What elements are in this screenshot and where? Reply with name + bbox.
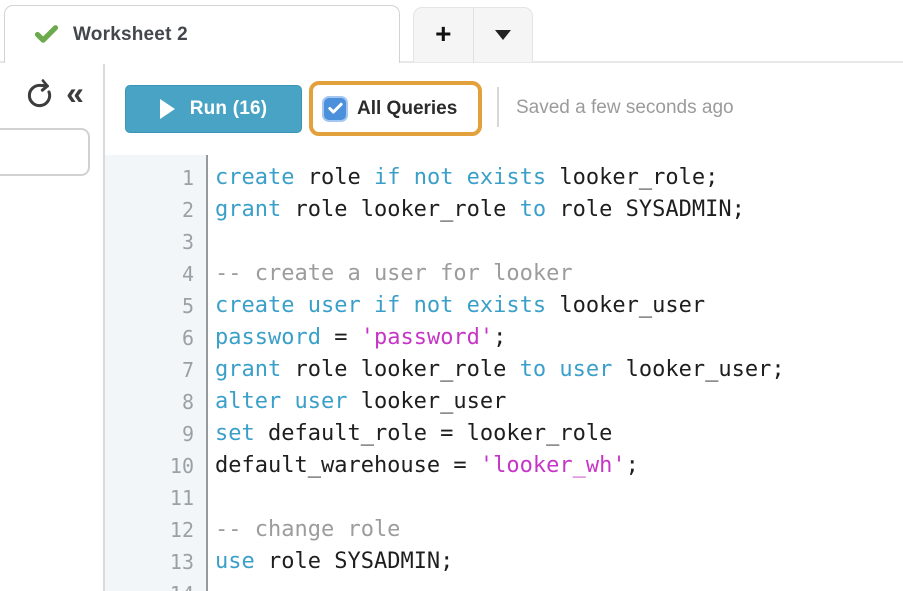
code-token: looker_role;	[546, 165, 719, 190]
line-number: 3	[181, 230, 194, 254]
code-token: looker_user	[546, 293, 706, 318]
code-line[interactable]: alter user looker_user	[215, 386, 903, 418]
code-token: grant	[215, 357, 282, 382]
code-token: 'looker_wh'	[479, 453, 626, 478]
code-line[interactable]: -- create a user for looker	[215, 258, 903, 290]
plus-icon: +	[435, 17, 452, 49]
tab-worksheet-2[interactable]: Worksheet 2	[4, 5, 400, 63]
line-number: 11	[169, 486, 194, 510]
code-line[interactable]: password = 'password';	[215, 322, 903, 354]
code-token: =	[320, 325, 361, 350]
line-number: 10	[169, 454, 194, 478]
refresh-button[interactable]	[23, 78, 55, 111]
code-token: if not exists	[373, 165, 547, 190]
code-token: default_warehouse =	[215, 453, 480, 478]
line-number: 2	[181, 198, 194, 222]
code-line[interactable]: grant role looker_role to role SYSADMIN;	[215, 194, 903, 226]
check-icon	[33, 21, 60, 48]
worksheet-menu-button[interactable]	[474, 8, 533, 62]
line-number: 12	[169, 518, 194, 542]
code-token: role SYSADMIN;	[254, 549, 454, 574]
line-number: 8	[181, 390, 194, 414]
code-token: alter user	[215, 389, 348, 414]
line-number: 6	[181, 326, 194, 350]
refresh-icon	[26, 78, 53, 109]
code-token: to user	[519, 357, 613, 382]
all-queries-checkbox[interactable]	[322, 95, 348, 122]
new-tab-group: +	[413, 7, 533, 62]
code-token: -- create a user for looker	[215, 261, 573, 286]
code-token: set	[215, 421, 255, 446]
all-queries-label[interactable]: All Queries	[357, 97, 458, 119]
code-line[interactable]: -- change role	[215, 514, 903, 546]
code-line[interactable]	[215, 578, 903, 591]
line-number: 13	[169, 550, 194, 574]
sidebar-divider	[103, 64, 105, 591]
caret-down-icon	[494, 30, 511, 40]
code-token: ;	[625, 453, 639, 478]
tab-bar-border	[0, 61, 903, 63]
code-line[interactable]: default_warehouse = 'looker_wh';	[215, 450, 903, 482]
code-line[interactable]: create role if not exists looker_role;	[215, 162, 903, 194]
code-token: ;	[493, 325, 507, 350]
gutter: 1234567891011121314	[105, 155, 206, 591]
checkmark-icon	[327, 100, 344, 117]
code-token: default_role = looker_role	[254, 421, 613, 446]
new-worksheet-button[interactable]: +	[414, 8, 473, 62]
code-token: role SYSADMIN;	[546, 197, 745, 222]
sql-editor[interactable]: create role if not exists looker_role;gr…	[215, 155, 903, 591]
line-number: 5	[181, 294, 194, 318]
line-number: 4	[181, 262, 194, 286]
gutter-border	[206, 155, 208, 591]
code-token: looker_user;	[612, 357, 785, 382]
code-token: role looker_role	[281, 357, 520, 382]
new-tab-divider	[472, 8, 474, 62]
code-token: create user if not exists	[215, 293, 547, 318]
code-token: -- change role	[215, 517, 401, 542]
save-status: Saved a few seconds ago	[516, 97, 734, 118]
line-number: 9	[181, 422, 194, 446]
run-button-label: Run (16)	[189, 98, 268, 119]
code-token: 'password'	[360, 325, 494, 350]
code-line[interactable]: use role SYSADMIN;	[215, 546, 903, 578]
code-line[interactable]	[215, 226, 903, 258]
collapse-left-icon: «	[66, 75, 84, 111]
collapse-sidebar-button[interactable]: «	[57, 74, 93, 112]
play-icon	[159, 99, 175, 119]
line-number: 14	[105, 578, 206, 591]
code-token: password	[215, 325, 321, 350]
saved-status-divider	[497, 87, 499, 127]
code-token: grant	[215, 197, 282, 222]
code-token: role looker_role	[281, 197, 520, 222]
code-token: use	[215, 549, 255, 574]
code-token: role	[294, 165, 374, 190]
line-number: 1	[181, 166, 194, 190]
code-line[interactable]: create user if not exists looker_user	[215, 290, 903, 322]
run-button[interactable]: Run (16)	[125, 85, 302, 133]
code-line[interactable]: grant role looker_role to user looker_us…	[215, 354, 903, 386]
tab-label: Worksheet 2	[73, 23, 188, 45]
tab-bar: Worksheet 2 +	[0, 0, 903, 63]
code-line[interactable]: set default_role = looker_role	[215, 418, 903, 450]
code-token: to	[519, 197, 547, 222]
code-token: looker_user	[347, 389, 507, 414]
code-token: create	[215, 165, 295, 190]
code-line[interactable]	[215, 482, 903, 514]
sidebar-search-input[interactable]	[0, 128, 90, 176]
line-number: 7	[181, 358, 194, 382]
all-queries-group: All Queries	[309, 81, 482, 136]
